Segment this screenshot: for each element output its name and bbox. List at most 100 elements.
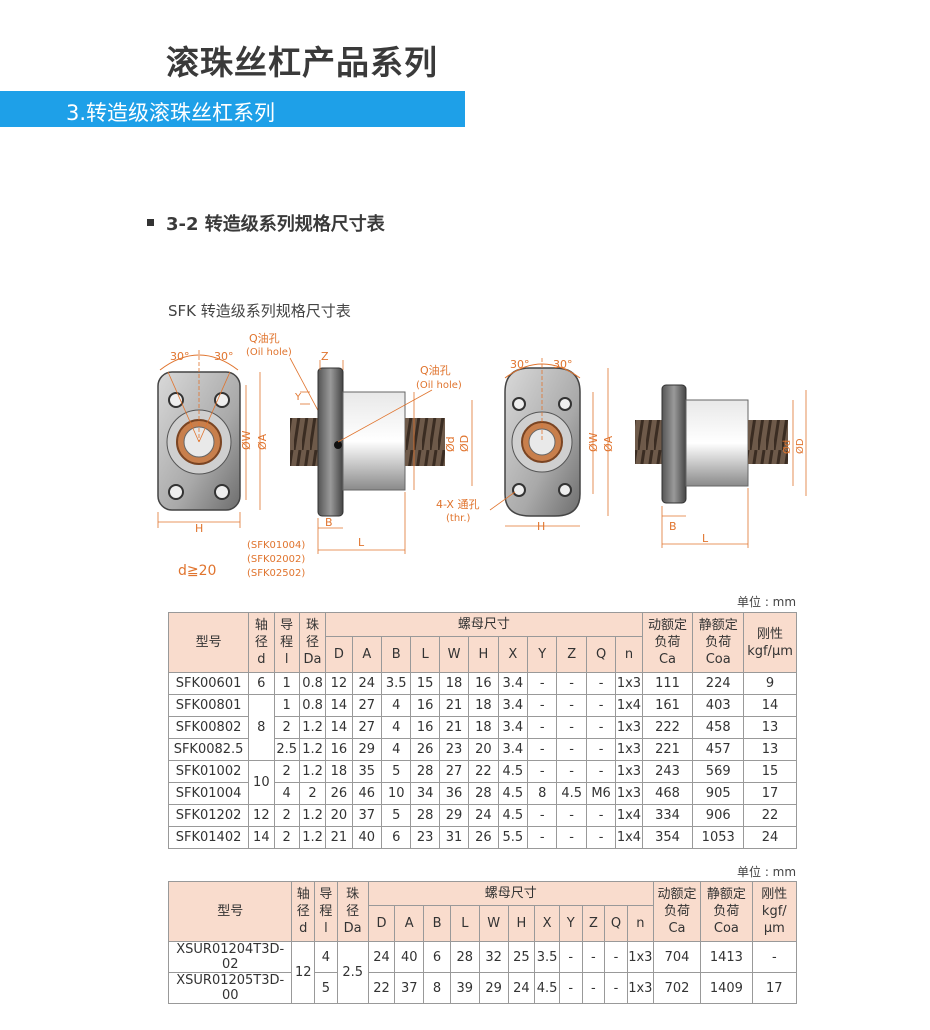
table-cell: 25 — [507, 941, 536, 973]
table-cell: - — [581, 972, 606, 1004]
drawing-subtitle: SFK 转造级系列规格尺寸表 — [168, 302, 351, 320]
table-cell: - — [556, 716, 587, 739]
table-cell: 4 — [381, 694, 412, 717]
label-angle-right-1: 30° — [510, 358, 530, 371]
table-cell: - — [751, 941, 798, 973]
table-cell: - — [527, 826, 558, 849]
table-cell: 24 — [743, 826, 797, 849]
table-cell: 27 — [351, 694, 383, 717]
table2-nut-col-x: X — [534, 905, 560, 942]
square-bullet-icon — [147, 218, 154, 226]
table-cell: 31 — [438, 826, 470, 849]
cell-shaft-diameter: 12 — [248, 804, 275, 827]
table-cell: 15 — [410, 672, 440, 695]
table2-nut-col-d: D — [367, 905, 396, 942]
table-cell: 1x4 — [615, 694, 643, 717]
table-cell: 1053 — [692, 826, 745, 849]
table-cell: - — [527, 760, 558, 783]
cell-model: SFK01202 — [167, 804, 250, 827]
table-cell: 2.5 — [273, 738, 300, 761]
table-cell: - — [556, 804, 587, 827]
table-cell: 1x3 — [615, 760, 643, 783]
table-cell: 2 — [298, 782, 327, 805]
table-cell: 4.5 — [497, 782, 529, 805]
side-view-nut-1 — [290, 360, 473, 554]
table-cell: 457 — [692, 738, 745, 761]
table-cell: 0.8 — [298, 694, 327, 717]
cell-model: SFK00802 — [167, 716, 250, 739]
table-cell: - — [585, 672, 617, 695]
banner-title: 3.转造级滚珠丝杠系列 — [66, 101, 276, 125]
table-cell: 28 — [410, 760, 440, 783]
cell-model: SFK00601 — [167, 672, 250, 695]
section-banner: 3.转造级滚珠丝杠系列 — [0, 91, 465, 127]
cell-shaft-diameter: 12 — [291, 941, 316, 1004]
table-cell: 4.5 — [556, 782, 587, 805]
table-cell: 569 — [692, 760, 745, 783]
cell-ball-diameter: 2.5 — [336, 941, 369, 1004]
table2-header-model: 型号 — [167, 881, 293, 942]
label-model-1: (SFK01004) — [247, 540, 305, 551]
cell-model: XSUR01205T3D-00 — [167, 972, 293, 1004]
table-cell: 6 — [423, 941, 451, 973]
table-cell: - — [527, 672, 558, 695]
table-cell: 8 — [527, 782, 558, 805]
oil-hole-2-leader — [337, 389, 433, 443]
table-cell: 1.2 — [298, 716, 327, 739]
label-thru-hole: 4-X 通孔 — [436, 498, 479, 511]
table-cell: 24 — [351, 672, 383, 695]
table-cell: 243 — [641, 760, 694, 783]
label-dim-h: H — [195, 522, 203, 535]
side-view-nut-2 — [635, 384, 807, 548]
table-cell: 27 — [438, 760, 470, 783]
label-angle-left-1: 30° — [170, 350, 190, 363]
label-dim-d-small: Ød — [444, 436, 457, 452]
table-cell: 1x3 — [626, 972, 654, 1004]
table-cell: 16 — [325, 738, 353, 761]
label-dim-h-2: H — [537, 520, 545, 533]
table-cell: 3.4 — [497, 738, 529, 761]
table-cell: 1.2 — [298, 804, 327, 827]
table-cell: 1x4 — [615, 804, 643, 827]
label-dim-d-large: ØD — [458, 435, 471, 452]
table2-nut-col-a: A — [394, 905, 425, 942]
table-cell: 3.4 — [497, 716, 529, 739]
table-cell: - — [585, 804, 617, 827]
table-cell: 1 — [273, 694, 300, 717]
table-cell: 334 — [641, 804, 694, 827]
table-cell: 0.8 — [298, 672, 327, 695]
table-cell: 4.5 — [497, 804, 529, 827]
table-cell: 906 — [692, 804, 745, 827]
table-cell: - — [527, 716, 558, 739]
table-cell: 4.5 — [497, 760, 529, 783]
table1-header-nut: 螺母尺寸 — [325, 612, 643, 637]
table-cell: 704 — [652, 941, 702, 973]
table-cell: - — [585, 716, 617, 739]
table-cell: 222 — [641, 716, 694, 739]
table1-nut-col-h: H — [468, 636, 499, 673]
table-cell: 29 — [478, 972, 509, 1004]
table-cell: 40 — [394, 941, 425, 973]
table-cell: 6 — [381, 826, 412, 849]
section-heading-text: 3-2 转造级系列规格尺寸表 — [166, 214, 385, 235]
table1-header-model: 型号 — [167, 612, 250, 673]
table1-unit: 单位 : mm — [737, 595, 797, 609]
label-dim-l-2: L — [702, 532, 709, 545]
table-cell: M6 — [585, 782, 617, 805]
table-cell: 20 — [325, 804, 353, 827]
table-cell: 905 — [692, 782, 745, 805]
label-model-3: (SFK02502) — [247, 568, 305, 579]
table1-nut-col-q: Q — [585, 636, 617, 673]
table-cell: 12 — [325, 672, 353, 695]
